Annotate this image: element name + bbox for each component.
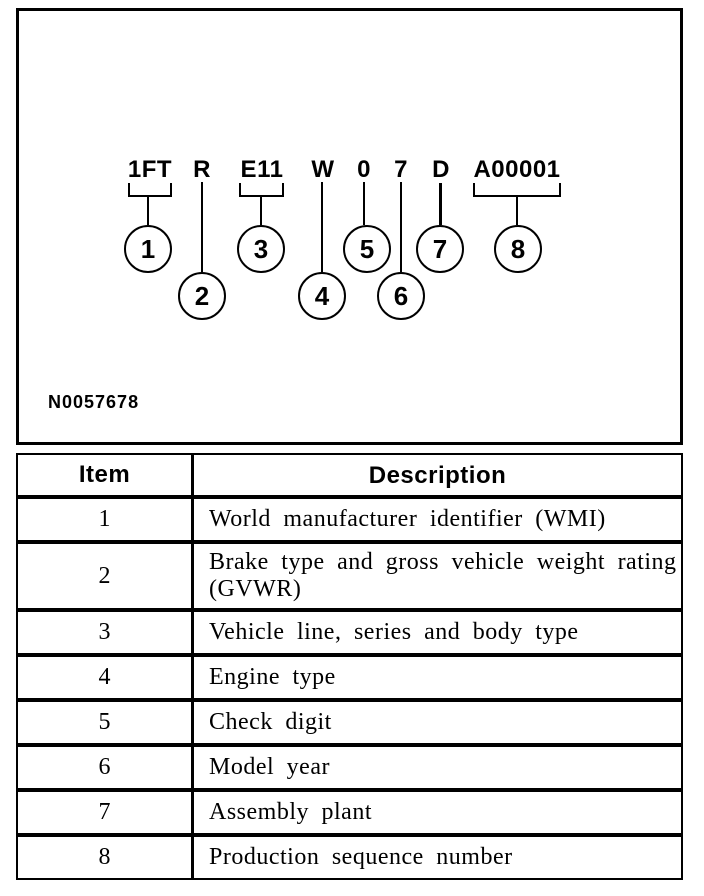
vin-segment-wmi: 1FT xyxy=(127,156,173,183)
description-text: Assembly plant xyxy=(209,799,372,825)
leader-line-3 xyxy=(260,197,262,225)
description-text: Brake type and gross vehicle weight rati… xyxy=(209,549,677,602)
vin-segment-year: 7 xyxy=(394,156,408,183)
vin-segment-line: E11 xyxy=(240,156,284,183)
callout-circle-2: 2 xyxy=(178,272,226,320)
leader-line-7 xyxy=(439,183,442,225)
description-text: Model year xyxy=(209,754,330,780)
callout-circle-6: 6 xyxy=(377,272,425,320)
leader-line-2 xyxy=(201,182,203,272)
table-row: 1 World manufacturer identifier (WMI) xyxy=(18,495,681,540)
item-cell: 5 xyxy=(18,702,194,743)
table-row: 8 Production sequence number xyxy=(18,833,681,878)
table-row: 6 Model year xyxy=(18,743,681,788)
callout-circle-5: 5 xyxy=(343,225,391,273)
vin-diagram-figure: 1FT R E11 W 0 7 D A00001 1 2 3 4 5 6 7 8… xyxy=(16,8,683,445)
callout-circle-4: 4 xyxy=(298,272,346,320)
description-cell: Production sequence number xyxy=(194,837,681,878)
leader-line-5 xyxy=(363,182,365,225)
vin-segment-brake: R xyxy=(193,156,211,183)
item-cell: 8 xyxy=(18,837,194,878)
item-cell: 2 xyxy=(18,544,194,608)
bracket-line xyxy=(239,183,284,197)
callout-circle-8: 8 xyxy=(494,225,542,273)
callout-circle-1: 1 xyxy=(124,225,172,273)
table-row: 4 Engine type xyxy=(18,653,681,698)
description-text: Production sequence number xyxy=(209,844,513,870)
description-text: Engine type xyxy=(209,664,336,690)
table-row: 3 Vehicle line, series and body type xyxy=(18,608,681,653)
callout-circle-7: 7 xyxy=(416,225,464,273)
item-column-header: Item xyxy=(18,455,194,495)
leader-line-6 xyxy=(400,182,402,272)
figure-code: N0057678 xyxy=(48,392,140,412)
vin-segment-sequence: A00001 xyxy=(473,156,561,183)
item-cell: 3 xyxy=(18,612,194,653)
item-cell: 6 xyxy=(18,747,194,788)
vin-segment-engine: W xyxy=(311,156,335,183)
description-cell: Check digit xyxy=(194,702,681,743)
description-cell: World manufacturer identifier (WMI) xyxy=(194,499,681,540)
legend-table: Item Description 1 World manufacturer id… xyxy=(16,453,683,880)
description-cell: Assembly plant xyxy=(194,792,681,833)
description-cell: Engine type xyxy=(194,657,681,698)
table-row: 5 Check digit xyxy=(18,698,681,743)
callout-circle-3: 3 xyxy=(237,225,285,273)
description-column-header: Description xyxy=(368,461,507,489)
description-text: Vehicle line, series and body type xyxy=(209,619,579,645)
leader-line-8 xyxy=(516,197,518,225)
vin-segment-plant: D xyxy=(432,156,450,183)
bracket-wmi xyxy=(128,183,172,197)
item-cell: 4 xyxy=(18,657,194,698)
leader-line-1 xyxy=(147,197,149,225)
description-text: World manufacturer identifier (WMI) xyxy=(209,506,606,532)
bracket-sequence xyxy=(473,183,561,197)
item-cell: 1 xyxy=(18,499,194,540)
table-row: 2 Brake type and gross vehicle weight ra… xyxy=(18,540,681,608)
description-cell: Model year xyxy=(194,747,681,788)
description-cell: Brake type and gross vehicle weight rati… xyxy=(194,544,681,608)
description-text: Check digit xyxy=(209,709,332,735)
vin-segment-check: 0 xyxy=(357,156,371,183)
leader-line-4 xyxy=(321,182,323,272)
table-header-row: Item Description xyxy=(18,455,681,495)
item-cell: 7 xyxy=(18,792,194,833)
description-cell: Vehicle line, series and body type xyxy=(194,612,681,653)
table-row: 7 Assembly plant xyxy=(18,788,681,833)
